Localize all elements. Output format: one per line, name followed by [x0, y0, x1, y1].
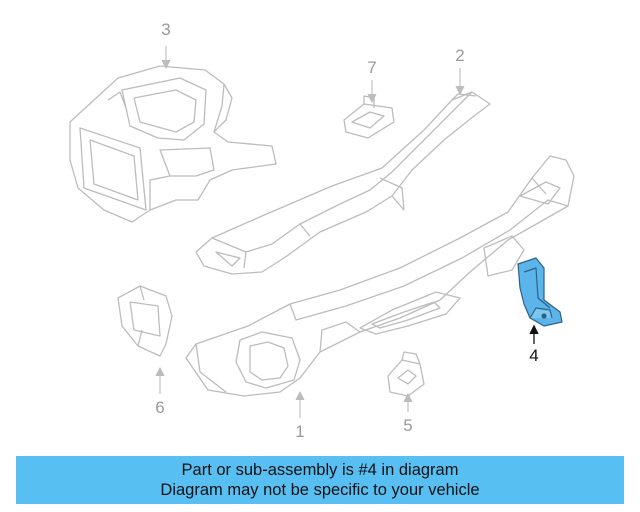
part-6-side-bracket: [117, 285, 173, 357]
parts-diagram: [69, 46, 575, 418]
leader-4: [529, 324, 539, 344]
callout-7: 7: [367, 58, 377, 77]
callout-2: 2: [455, 46, 465, 65]
part-1-rear-panel: [185, 155, 575, 397]
leader-lines: [155, 46, 465, 418]
part-5-clip: [387, 351, 425, 397]
callout-3: 3: [161, 20, 171, 39]
callout-4: 4: [529, 346, 539, 365]
banner-line-2: Diagram may not be specific to your vehi…: [160, 481, 480, 499]
part-4-bracket-highlighted: [517, 257, 563, 327]
part-7-bracket: [343, 95, 395, 139]
banner-line-1: Part or sub-assembly is #4 in diagram: [181, 461, 459, 479]
callout-6: 6: [155, 398, 165, 417]
part-2-floor-rail: [195, 91, 491, 275]
info-banner: Part or sub-assembly is #4 in diagram Di…: [16, 456, 624, 504]
part-3-quarter-panel: [69, 65, 277, 223]
callout-1: 1: [295, 422, 305, 441]
callout-5: 5: [403, 416, 413, 435]
